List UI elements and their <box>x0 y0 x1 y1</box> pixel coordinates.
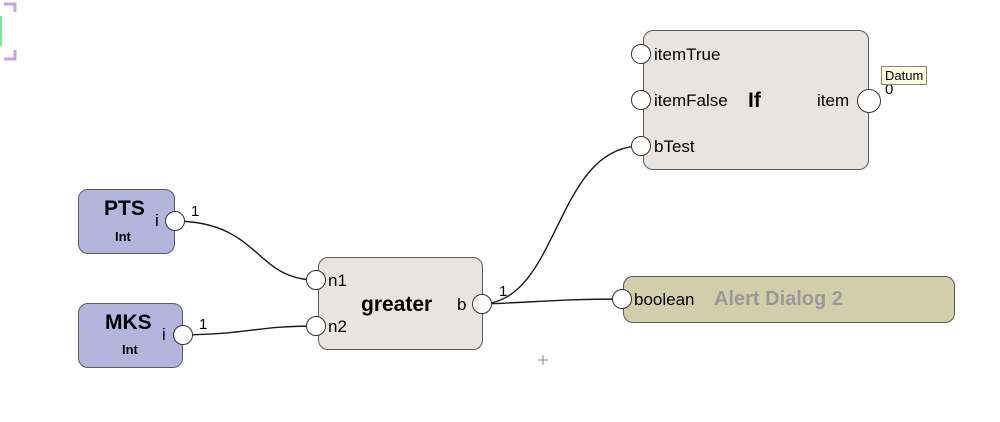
if-item-label: item <box>817 91 850 110</box>
wire-b-to-boolean[interactable] <box>482 298 623 305</box>
pts-output-port[interactable] <box>165 211 185 231</box>
greater-output-value: 1 <box>499 283 508 300</box>
alert-boolean-port[interactable] <box>612 289 632 309</box>
mks-node-title: MKS <box>105 311 152 334</box>
greater-n1-port[interactable] <box>306 270 326 290</box>
pts-node-type: Int <box>115 229 131 244</box>
pts-output-value: 1 <box>191 203 200 220</box>
wire-pts-to-n1[interactable] <box>175 220 317 281</box>
if-btest-port[interactable] <box>631 136 651 156</box>
greater-node-title: greater <box>361 293 433 316</box>
mks-int-node[interactable] <box>78 303 183 368</box>
if-itemtrue-port[interactable] <box>631 44 651 64</box>
mks-output-value: 1 <box>199 316 208 333</box>
alert-dialog-node[interactable] <box>623 276 955 323</box>
selection-bracket-top <box>4 2 17 12</box>
alert-dialog-title: Alert Dialog 2 <box>714 288 843 310</box>
if-itemfalse-label: itemFalse <box>654 91 728 110</box>
if-btest-label: bTest <box>654 137 695 156</box>
if-itemtrue-label: itemTrue <box>654 45 721 64</box>
if-node-title: If <box>748 89 761 112</box>
mks-port-label: i <box>162 325 166 344</box>
if-output-value: 0 <box>885 81 894 98</box>
wire-b-to-btest[interactable] <box>482 145 642 305</box>
mks-output-port[interactable] <box>173 325 193 345</box>
greater-n2-label: n2 <box>328 317 347 336</box>
greater-b-label: b <box>457 295 467 314</box>
greater-node[interactable] <box>318 257 483 350</box>
greater-n2-port[interactable] <box>306 316 326 336</box>
pts-port-label: i <box>155 211 159 230</box>
wire-mks-to-n2[interactable] <box>183 325 317 336</box>
greater-n1-label: n1 <box>328 271 347 290</box>
mks-node-type: Int <box>122 342 138 357</box>
if-itemfalse-port[interactable] <box>631 90 651 110</box>
if-item-port[interactable] <box>857 89 881 113</box>
alert-boolean-label: boolean <box>634 290 695 309</box>
pts-node-title: PTS <box>104 197 145 220</box>
selection-bracket-bottom <box>4 50 17 61</box>
datum-tooltip: Datum <box>881 66 928 85</box>
greater-b-port[interactable] <box>472 294 492 314</box>
